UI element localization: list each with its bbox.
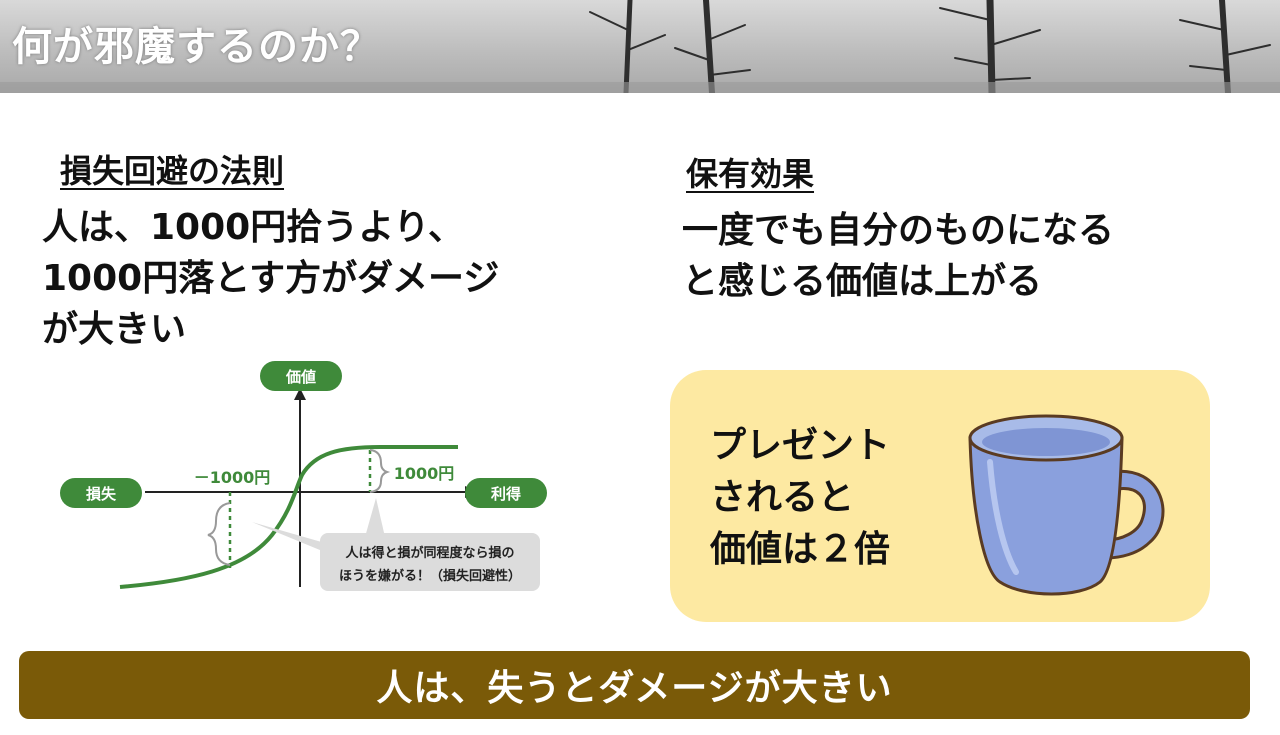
endowment-heading: 保有効果 — [686, 155, 815, 193]
endowment-line-2: と感じる価値は上がる — [682, 261, 1043, 302]
header-banner: 何が邪魔するのか？ — [0, 0, 1280, 93]
y-label-pill — [260, 361, 342, 391]
dead-trees-background — [0, 0, 1280, 93]
callout-line-2: ほうを嫌がる！（損失回避性） — [339, 568, 521, 584]
loss-label: 損失 — [86, 485, 117, 503]
callout-pointer-2 — [365, 498, 385, 537]
neg-brace — [207, 502, 231, 566]
loss-aversion-heading: 損失回避の法則 — [60, 152, 285, 190]
endowment-line-1: 一度でも自分のものになる — [682, 210, 1115, 251]
present-card-text: プレゼント されると 価値は２倍 — [710, 420, 890, 576]
present-card: プレゼント されると 価値は２倍 — [670, 370, 1210, 622]
endowment-text: 一度でも自分のものになる と感じる価値は上がる — [682, 205, 1114, 307]
present-line-2: されると — [710, 477, 855, 518]
value-function-graph: 価値 損失 利得 －1000円 1000円 人は得と損が同程度なら損の ほうを嫌… — [40, 355, 560, 600]
value-curve — [119, 445, 458, 589]
pos-brace — [369, 449, 391, 493]
loss-aversion-text: 人は、1000円拾うより、 1000円落とす方がダメージ が大きい — [42, 202, 499, 355]
pos-label-pill — [465, 478, 547, 508]
neg-label-pill — [60, 478, 142, 508]
summary-bar: 人は、失うとダメージが大きい — [19, 651, 1250, 719]
callout-line-1: 人は得と損が同程度なら損の — [345, 545, 514, 561]
page-title: 何が邪魔するのか？ — [12, 24, 381, 70]
present-line-1: プレゼント — [710, 425, 891, 466]
mug-icon — [968, 414, 1165, 596]
pos-amount: 1000円 — [394, 464, 455, 483]
callout-pointer — [252, 522, 332, 555]
neg-amount: －1000円 — [194, 468, 271, 487]
loss-aversion-line-3: が大きい — [42, 309, 187, 350]
loss-aversion-line-1: 人は、1000円拾うより、 — [42, 207, 465, 248]
gain-label: 利得 — [491, 485, 521, 503]
value-function-svg: 価値 損失 利得 －1000円 1000円 人は得と損が同程度なら損の ほうを嫌… — [60, 361, 547, 591]
loss-aversion-line-2: 1000円落とす方がダメージ — [42, 258, 500, 299]
present-line-3: 価値は２倍 — [710, 529, 891, 570]
y-axis-label: 価値 — [285, 368, 316, 386]
callout-box — [320, 533, 540, 591]
y-axis-arrow — [294, 388, 306, 400]
